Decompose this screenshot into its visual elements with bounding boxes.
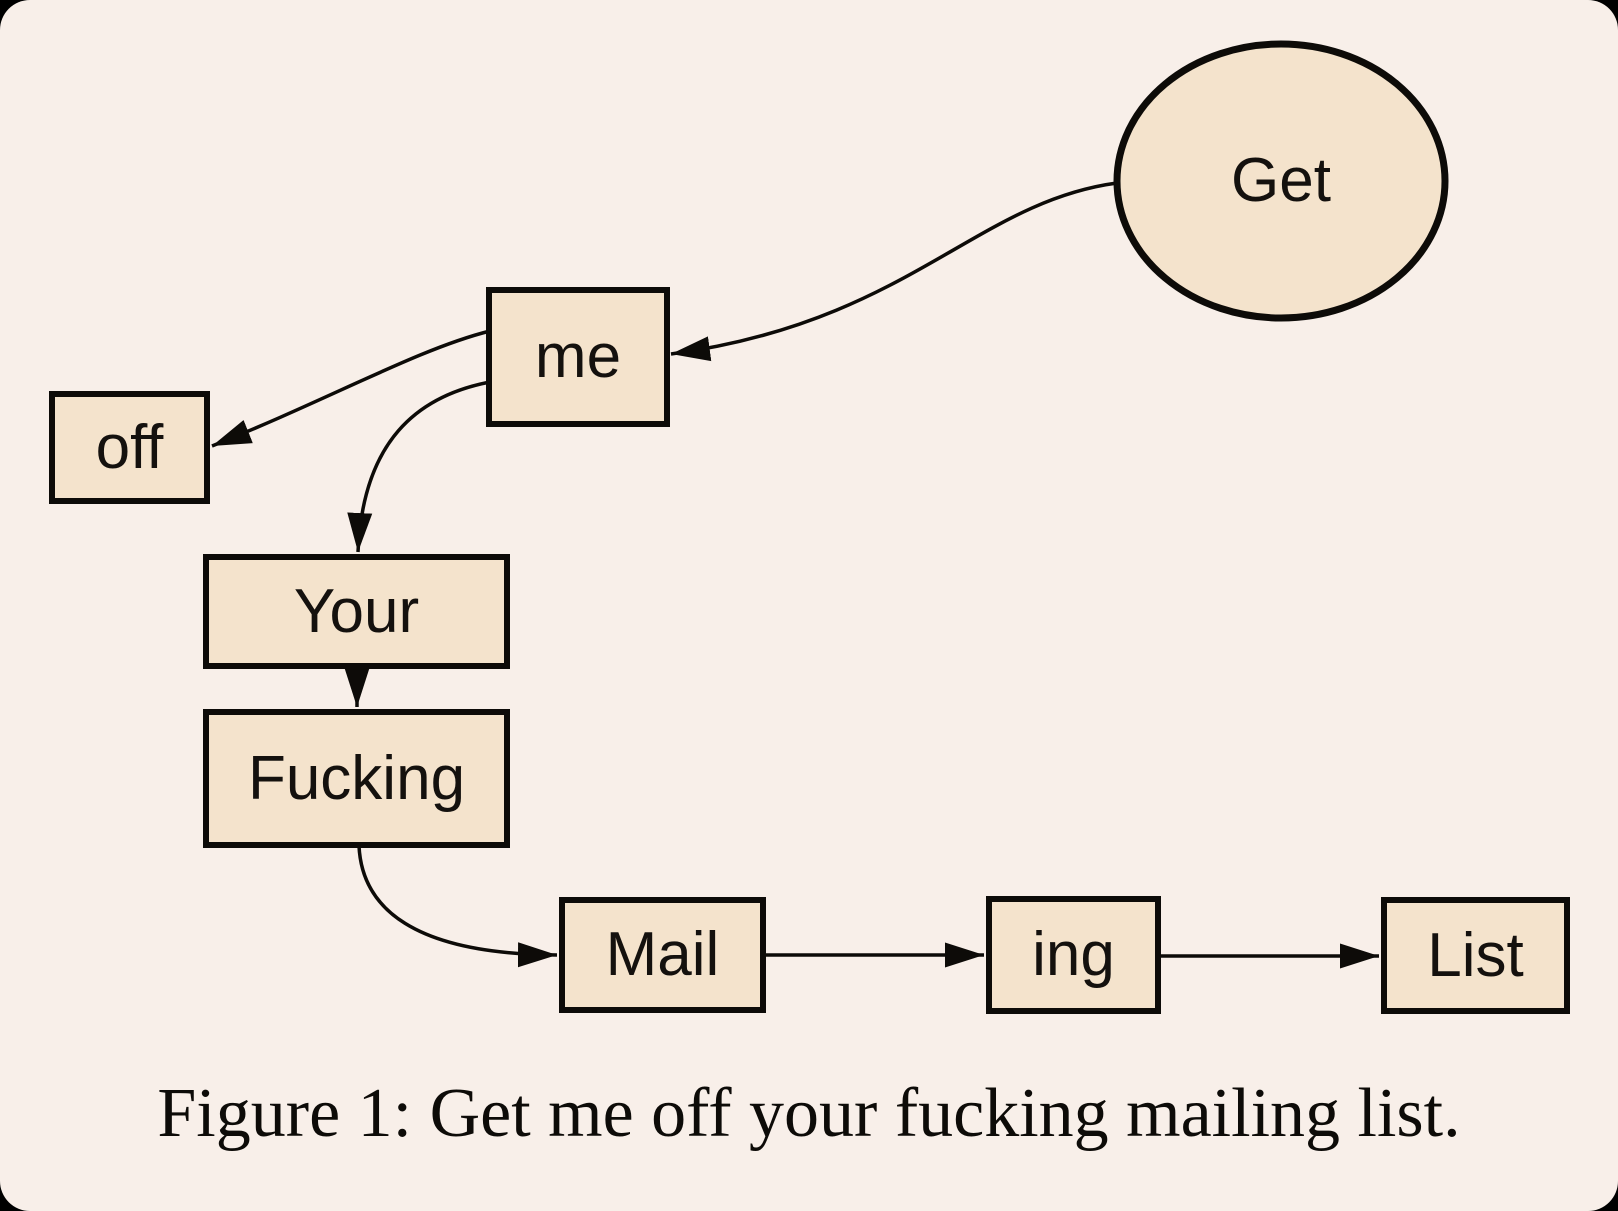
edge-fucking-to-mail [357,845,558,968]
node-list-shape [1381,897,1570,1014]
node-off-shape [49,391,210,504]
node-mail-shape [559,897,766,1013]
edge-get-to-me [670,181,1118,362]
node-get-shape [1113,40,1449,322]
figure-caption: Figure 1: Get me off your fucking mailin… [157,1075,1461,1152]
node-fucking-shape [203,709,510,848]
edge-me-to-your [347,380,491,553]
edge-me-to-off [211,329,491,448]
node-ing-shape [986,896,1161,1014]
node-me-shape [486,287,670,427]
node-your-shape [203,554,510,669]
